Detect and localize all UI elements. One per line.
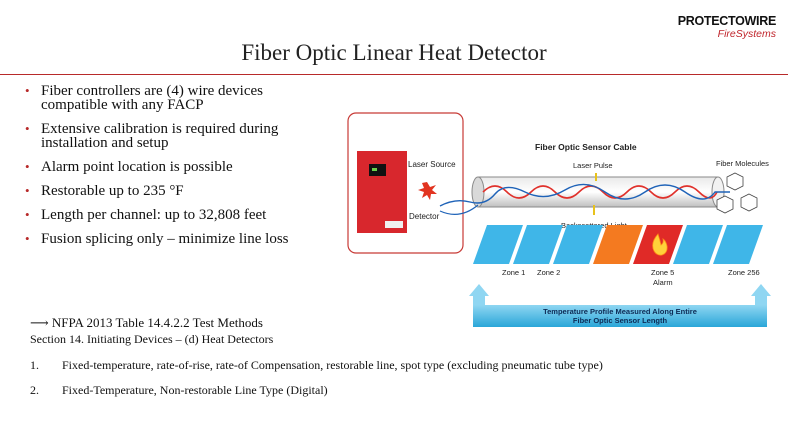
zone-bar-1 xyxy=(473,225,523,264)
zone-bar-6 xyxy=(673,225,723,264)
temperature-profile-banner: Temperature Profile Measured Along Entir… xyxy=(469,284,771,327)
bullet-item: •Fusion splicing only – minimize line lo… xyxy=(25,231,289,247)
zone-1-label: Zone 1 xyxy=(502,268,525,277)
detector-line xyxy=(439,204,479,215)
backscatter-marker xyxy=(593,205,595,215)
laser-source-label: Laser Source xyxy=(408,160,456,169)
zone-bar-7 xyxy=(713,225,763,264)
logo-brand: PROTECTOWIRE xyxy=(677,14,777,28)
bullet-item: •Fiber controllers are (4) wire devices … xyxy=(25,83,263,113)
reference-text: NFPA 2013 Table 14.4.2.2 Test Methods xyxy=(51,315,263,330)
bullet-icon: • xyxy=(25,231,30,246)
bullet-icon: • xyxy=(25,121,30,136)
zone-5-label: Zone 5 xyxy=(651,268,674,277)
slide-title: Fiber Optic Linear Heat Detector xyxy=(241,40,547,65)
bullet-item: •Length per channel: up to 32,808 feet xyxy=(25,207,267,223)
detector-label: Detector xyxy=(409,212,440,221)
zone-bar-4 xyxy=(593,225,643,264)
cable-title: Fiber Optic Sensor Cable xyxy=(535,142,637,152)
bullet-list: •Fiber controllers are (4) wire devices … xyxy=(25,84,330,256)
backscatter-line xyxy=(439,183,730,207)
banner-right-arrow-head xyxy=(751,284,771,296)
laser-burst-icon xyxy=(418,182,437,200)
bullet-icon: • xyxy=(25,207,30,222)
zone-2-label: Zone 2 xyxy=(537,268,560,277)
logo-subtitle: FireSystems xyxy=(717,27,776,40)
banner-left-arrow-head xyxy=(469,284,489,296)
title-divider xyxy=(0,74,788,75)
arrow-icon: ⟶ xyxy=(30,315,49,330)
bullet-icon: • xyxy=(25,183,30,198)
bullet-icon: • xyxy=(25,83,30,98)
fiber-molecules-label: Fiber Molecules xyxy=(716,159,769,168)
zone-256-label: Zone 256 xyxy=(728,268,760,277)
fiber-molecules-icon xyxy=(716,172,758,214)
zone-strip xyxy=(473,225,763,264)
fiber-optic-diagram: Laser Source Detector Fiber Optic Sensor… xyxy=(347,112,771,327)
controller-panel xyxy=(357,151,407,233)
laser-pulse-marker xyxy=(595,173,597,181)
bullet-item: •Restorable up to 235 °F xyxy=(25,183,184,199)
fiber-cable-tube xyxy=(477,176,719,208)
controller-screen xyxy=(369,164,386,176)
brand-logo: PROTECTOWIRE FireSystems xyxy=(666,14,777,40)
banner-bar xyxy=(473,305,767,327)
numbered-item: 2.Fixed-Temperature, Non-restorable Line… xyxy=(30,383,328,397)
alarm-label: Alarm xyxy=(653,278,673,287)
bullet-item: •Alarm point location is possible xyxy=(25,159,233,175)
banner-line-1: Temperature Profile Measured Along Entir… xyxy=(543,307,697,316)
zone-bar-2 xyxy=(513,225,563,264)
numbered-item: 1.Fixed-temperature, rate-of-rise, rate-… xyxy=(30,358,603,372)
banner-line-2: Fiber Optic Sensor Length xyxy=(573,316,668,325)
laser-pulse-label: Laser Pulse xyxy=(573,161,613,170)
zone-bar-3 xyxy=(553,225,603,264)
laser-pulse-wave xyxy=(482,185,718,199)
section-heading: Section 14. Initiating Devices – (d) Hea… xyxy=(30,332,274,346)
controller-label-plate xyxy=(385,221,403,228)
bullet-icon: • xyxy=(25,159,30,174)
controller-screen-glow xyxy=(372,168,377,171)
reference-line: ⟶ NFPA 2013 Table 14.4.2.2 Test Methods xyxy=(30,315,263,331)
fire-icon xyxy=(652,233,668,256)
bullet-item: •Extensive calibration is required durin… xyxy=(25,121,279,151)
